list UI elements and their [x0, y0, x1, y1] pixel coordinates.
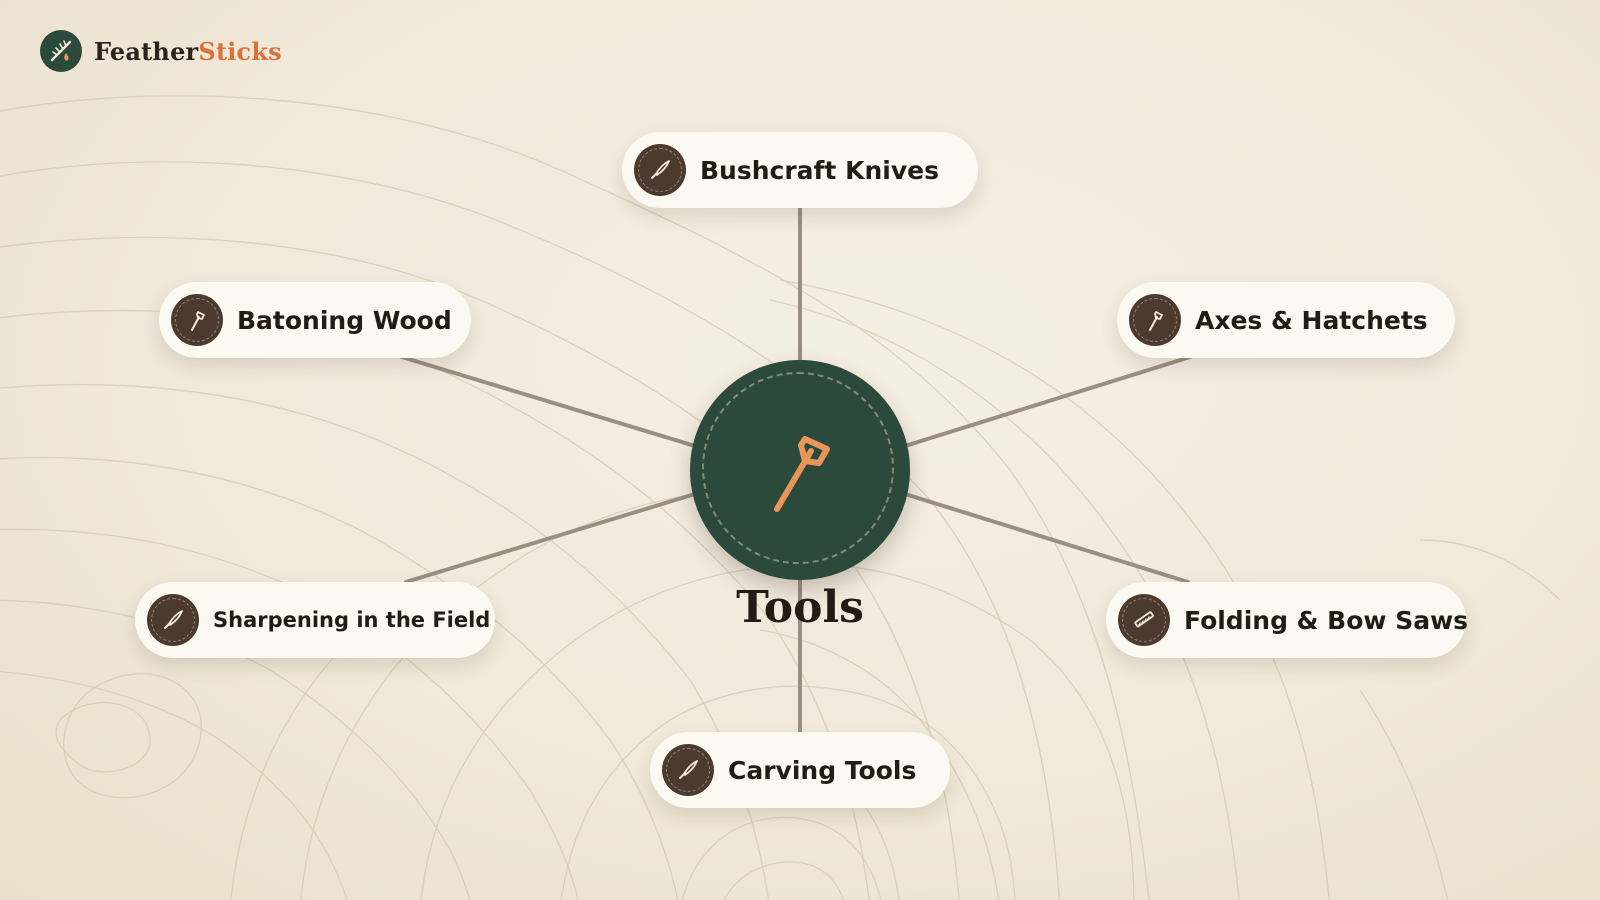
node-label: Sharpening in the Field	[213, 608, 491, 632]
node-bushcraft-knives[interactable]: Bushcraft Knives	[622, 132, 978, 208]
node-folding-bow-saws[interactable]: Folding & Bow Saws	[1106, 582, 1469, 658]
connector-axes	[903, 355, 1192, 448]
connector-saws	[903, 492, 1190, 584]
axe-icon	[171, 294, 223, 346]
hub-dashed-ring	[702, 372, 894, 564]
feather-stick-icon	[40, 30, 82, 72]
brand-name: FeatherSticks	[94, 37, 282, 66]
brand-logo-group[interactable]: FeatherSticks	[40, 30, 282, 72]
saw-icon	[1118, 594, 1170, 646]
node-label: Folding & Bow Saws	[1184, 605, 1469, 635]
brand-name-part1: Feather	[94, 36, 199, 66]
brand-name-part2: Sticks	[198, 36, 282, 66]
node-label: Carving Tools	[728, 755, 917, 785]
axe-icon	[1129, 294, 1181, 346]
node-label: Bushcraft Knives	[700, 155, 939, 185]
hub-title: Tools	[736, 582, 864, 633]
knife-icon	[634, 144, 686, 196]
node-label: Batoning Wood	[237, 305, 452, 335]
connector-baton	[400, 355, 697, 448]
connector-sharpen	[404, 492, 697, 584]
knife-icon	[147, 594, 199, 646]
node-axes-hatchets[interactable]: Axes & Hatchets	[1117, 282, 1455, 358]
knife-icon	[662, 744, 714, 796]
node-batoning-wood[interactable]: Batoning Wood	[159, 282, 471, 358]
node-sharpening-field[interactable]: Sharpening in the Field	[135, 582, 495, 658]
node-label: Axes & Hatchets	[1195, 305, 1428, 335]
node-carving-tools[interactable]: Carving Tools	[650, 732, 950, 808]
hub-circle[interactable]	[690, 360, 910, 580]
